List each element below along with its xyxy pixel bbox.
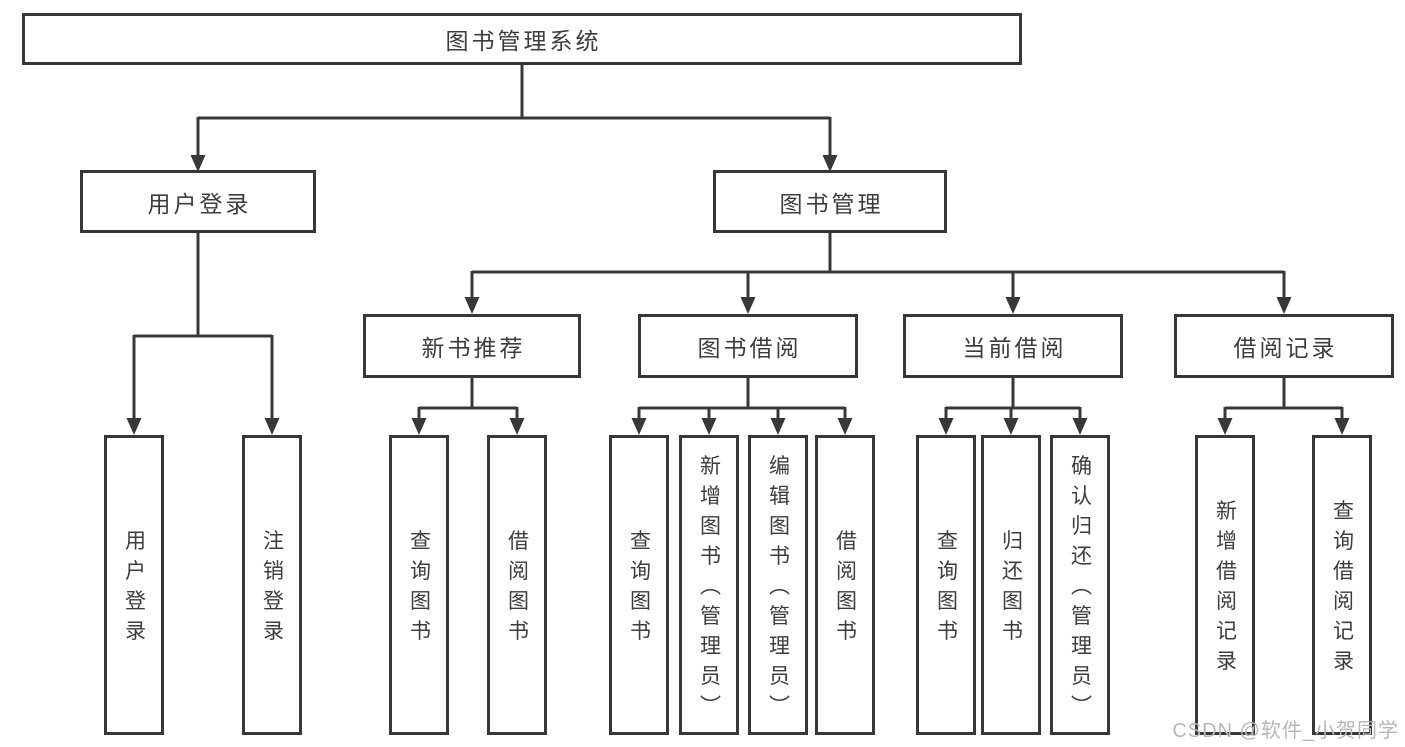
node-label: 用户登录	[122, 529, 146, 650]
leaf-current-confirm-return-admin: 确认归还（管理员）	[1050, 435, 1110, 735]
node-label: 当前借阅	[962, 335, 1067, 361]
node-library-management-system: 图书管理系统	[22, 13, 1022, 65]
csdn-watermark: CSDN @软件_小贺同学	[1172, 720, 1399, 742]
leaf-user-login: 用户登录	[104, 435, 164, 735]
node-user-login: 用户登录	[80, 170, 316, 233]
node-label: 编辑图书（管理员）	[766, 454, 790, 725]
leaf-records-query-borrow-record: 查询借阅记录	[1312, 435, 1372, 735]
leaf-current-query-books: 查询图书	[916, 435, 976, 735]
leaf-current-return-books: 归还图书	[981, 435, 1041, 735]
node-label: 查询图书	[934, 529, 958, 650]
node-label: 注销登录	[260, 529, 284, 650]
node-label: 用户登录	[147, 190, 252, 217]
leaf-borrow-borrow-books: 借阅图书	[815, 435, 875, 735]
node-label: 借阅记录	[1233, 335, 1338, 361]
leaf-recommend-borrow-books: 借阅图书	[487, 435, 547, 735]
leaf-logout-login: 注销登录	[242, 435, 302, 735]
node-label: 新增借阅记录	[1213, 499, 1237, 680]
node-label: 确认归还（管理员）	[1068, 454, 1092, 725]
node-label: 图书借阅	[697, 335, 802, 361]
node-label: 查询借阅记录	[1330, 499, 1354, 680]
node-borrowing-records: 借阅记录	[1174, 314, 1394, 378]
node-book-management: 图书管理	[713, 170, 947, 233]
node-label: 图书管理系统	[445, 28, 602, 54]
leaf-borrow-edit-books-admin: 编辑图书（管理员）	[748, 435, 808, 735]
node-label: 图书管理	[779, 190, 884, 217]
node-label: 查询图书	[627, 529, 651, 650]
node-label: 查询图书	[407, 529, 431, 650]
leaf-records-add-borrow-record: 新增借阅记录	[1195, 435, 1255, 735]
leaf-borrow-query-books: 查询图书	[609, 435, 669, 735]
node-label: 借阅图书	[833, 529, 857, 650]
leaf-borrow-add-books-admin: 新增图书（管理员）	[679, 435, 739, 735]
node-label: 新书推荐	[421, 335, 526, 361]
node-label: 新增图书（管理员）	[697, 454, 721, 725]
leaf-recommend-query-books: 查询图书	[389, 435, 449, 735]
node-new-book-recommendation: 新书推荐	[363, 314, 581, 378]
node-book-borrowing: 图书借阅	[638, 314, 858, 378]
node-label: 借阅图书	[505, 529, 529, 650]
node-current-borrowing: 当前借阅	[903, 314, 1123, 378]
node-label: 归还图书	[999, 529, 1023, 650]
